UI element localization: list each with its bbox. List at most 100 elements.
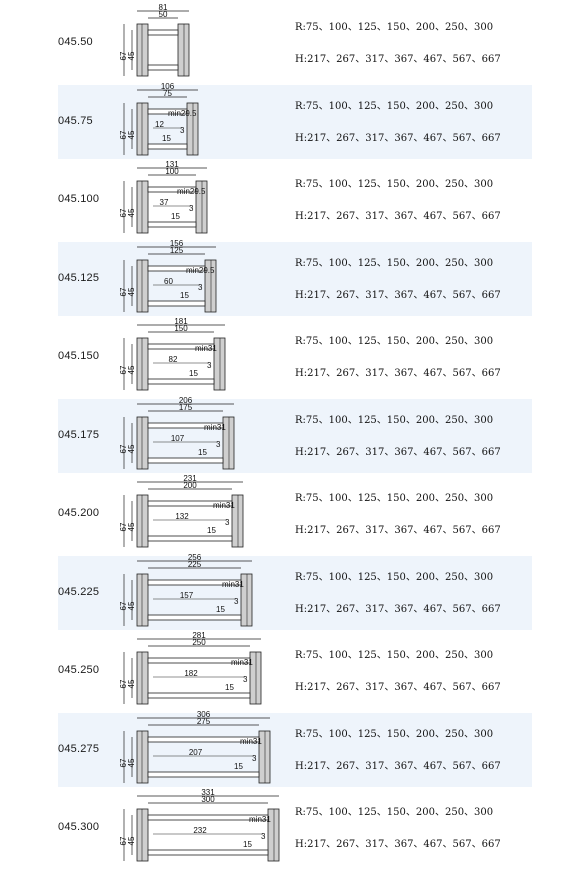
outer-width-label: 281 <box>192 631 206 640</box>
right-side-plate <box>195 180 208 234</box>
inner-height-label: 45 <box>127 758 136 767</box>
height-spec: H:217、267、317、367、467、567、667 <box>295 446 501 458</box>
small-dimension-label: 15 <box>207 526 216 535</box>
right-side-plate <box>186 102 199 155</box>
side-dimension-label: 3 <box>207 361 212 370</box>
model-number: 045.100 <box>58 193 100 205</box>
gap-label: 132 <box>175 512 189 521</box>
radius-spec: R:75、100、125、150、200、250、300 <box>295 257 494 269</box>
height-label: 67 <box>119 287 128 296</box>
right-side-plate <box>222 416 235 469</box>
min-clearance-label: min31 <box>240 737 262 746</box>
model-number: 045.50 <box>58 36 93 48</box>
radius-spec: R:75、100、125、150、200、250、300 <box>295 179 494 190</box>
outer-width-label: 106 <box>161 82 175 91</box>
gap-label: 82 <box>169 355 178 364</box>
top-crossbar <box>147 265 206 271</box>
small-dimension-label: 15 <box>180 291 189 300</box>
top-crossbar <box>147 343 215 350</box>
small-dimension-label: 15 <box>216 605 225 614</box>
height-spec: H:217、267、317、367、467、567、667 <box>295 839 501 850</box>
inner-width-label: 75 <box>163 89 172 98</box>
inner-height-label: 45 <box>127 522 136 531</box>
min-clearance-label: min31 <box>204 423 226 432</box>
height-spec: H:217、267、317、367、467、567、667 <box>295 368 501 379</box>
top-crossbar <box>147 814 269 821</box>
inner-height-label: 45 <box>127 51 136 60</box>
gap-label: 207 <box>189 748 203 757</box>
right-side-plate <box>177 23 190 77</box>
model-number: 045.125 <box>58 271 100 284</box>
top-crossbar <box>147 500 233 507</box>
height-label: 67 <box>119 836 128 845</box>
left-side-plate <box>136 180 149 234</box>
height-label: 67 <box>119 51 128 60</box>
right-side-plate <box>249 651 262 705</box>
model-number: 045.200 <box>58 507 100 519</box>
inner-height-label: 45 <box>127 444 136 453</box>
inner-width-label: 150 <box>174 324 188 333</box>
height-spec: H:217、267、317、367、467、567、667 <box>295 289 501 301</box>
top-crossbar <box>147 657 251 664</box>
left-side-plate <box>136 259 149 312</box>
right-side-plate <box>240 573 253 626</box>
model-number: 045.300 <box>58 821 100 833</box>
left-side-plate <box>136 102 149 155</box>
height-spec: H:217、267、317、367、467、567、667 <box>295 525 501 536</box>
left-side-plate <box>136 416 149 469</box>
radius-spec: R:75、100、125、150、200、250、300 <box>295 100 494 112</box>
min-clearance-label: min29.5 <box>186 266 215 275</box>
bottom-crossbar <box>147 300 206 306</box>
min-clearance-label: min29.5 <box>168 109 197 118</box>
left-side-plate <box>136 651 149 705</box>
right-side-plate <box>213 337 226 391</box>
radius-spec: R:75、100、125、150、200、250、300 <box>295 493 494 504</box>
side-dimension-label: 3 <box>180 126 185 135</box>
bottom-crossbar <box>147 535 233 542</box>
min-clearance-label: min31 <box>231 658 253 667</box>
top-crossbar <box>147 422 224 428</box>
small-dimension-label: 15 <box>189 369 198 378</box>
height-spec: H:217、267、317、367、467、567、667 <box>295 760 501 772</box>
bottom-crossbar <box>147 849 269 856</box>
outer-width-label: 306 <box>197 710 211 719</box>
side-dimension-label: 3 <box>198 283 203 292</box>
right-side-plate <box>258 730 271 783</box>
min-clearance-label: min31 <box>213 501 235 510</box>
side-dimension-label: 3 <box>234 597 239 606</box>
gap-label: 12 <box>155 120 164 129</box>
left-side-plate <box>136 494 149 548</box>
model-number: 045.250 <box>58 664 100 676</box>
min-clearance-label: min31 <box>222 580 244 589</box>
radius-spec: R:75、100、125、150、200、250、300 <box>295 414 494 426</box>
inner-height-label: 45 <box>127 287 136 296</box>
bottom-crossbar <box>147 457 224 463</box>
radius-spec: R:75、100、125、150、200、250、300 <box>295 336 494 347</box>
small-dimension-label: 15 <box>243 840 252 849</box>
inner-height-label: 45 <box>127 365 136 374</box>
side-dimension-label: 3 <box>189 204 194 213</box>
left-side-plate <box>136 730 149 783</box>
small-dimension-label: 15 <box>225 683 234 692</box>
left-side-plate <box>136 337 149 391</box>
top-crossbar <box>147 108 188 114</box>
bottom-crossbar <box>147 64 179 71</box>
outer-width-label: 206 <box>179 396 193 405</box>
bottom-crossbar <box>147 221 197 228</box>
outer-width-label: 256 <box>188 553 202 562</box>
